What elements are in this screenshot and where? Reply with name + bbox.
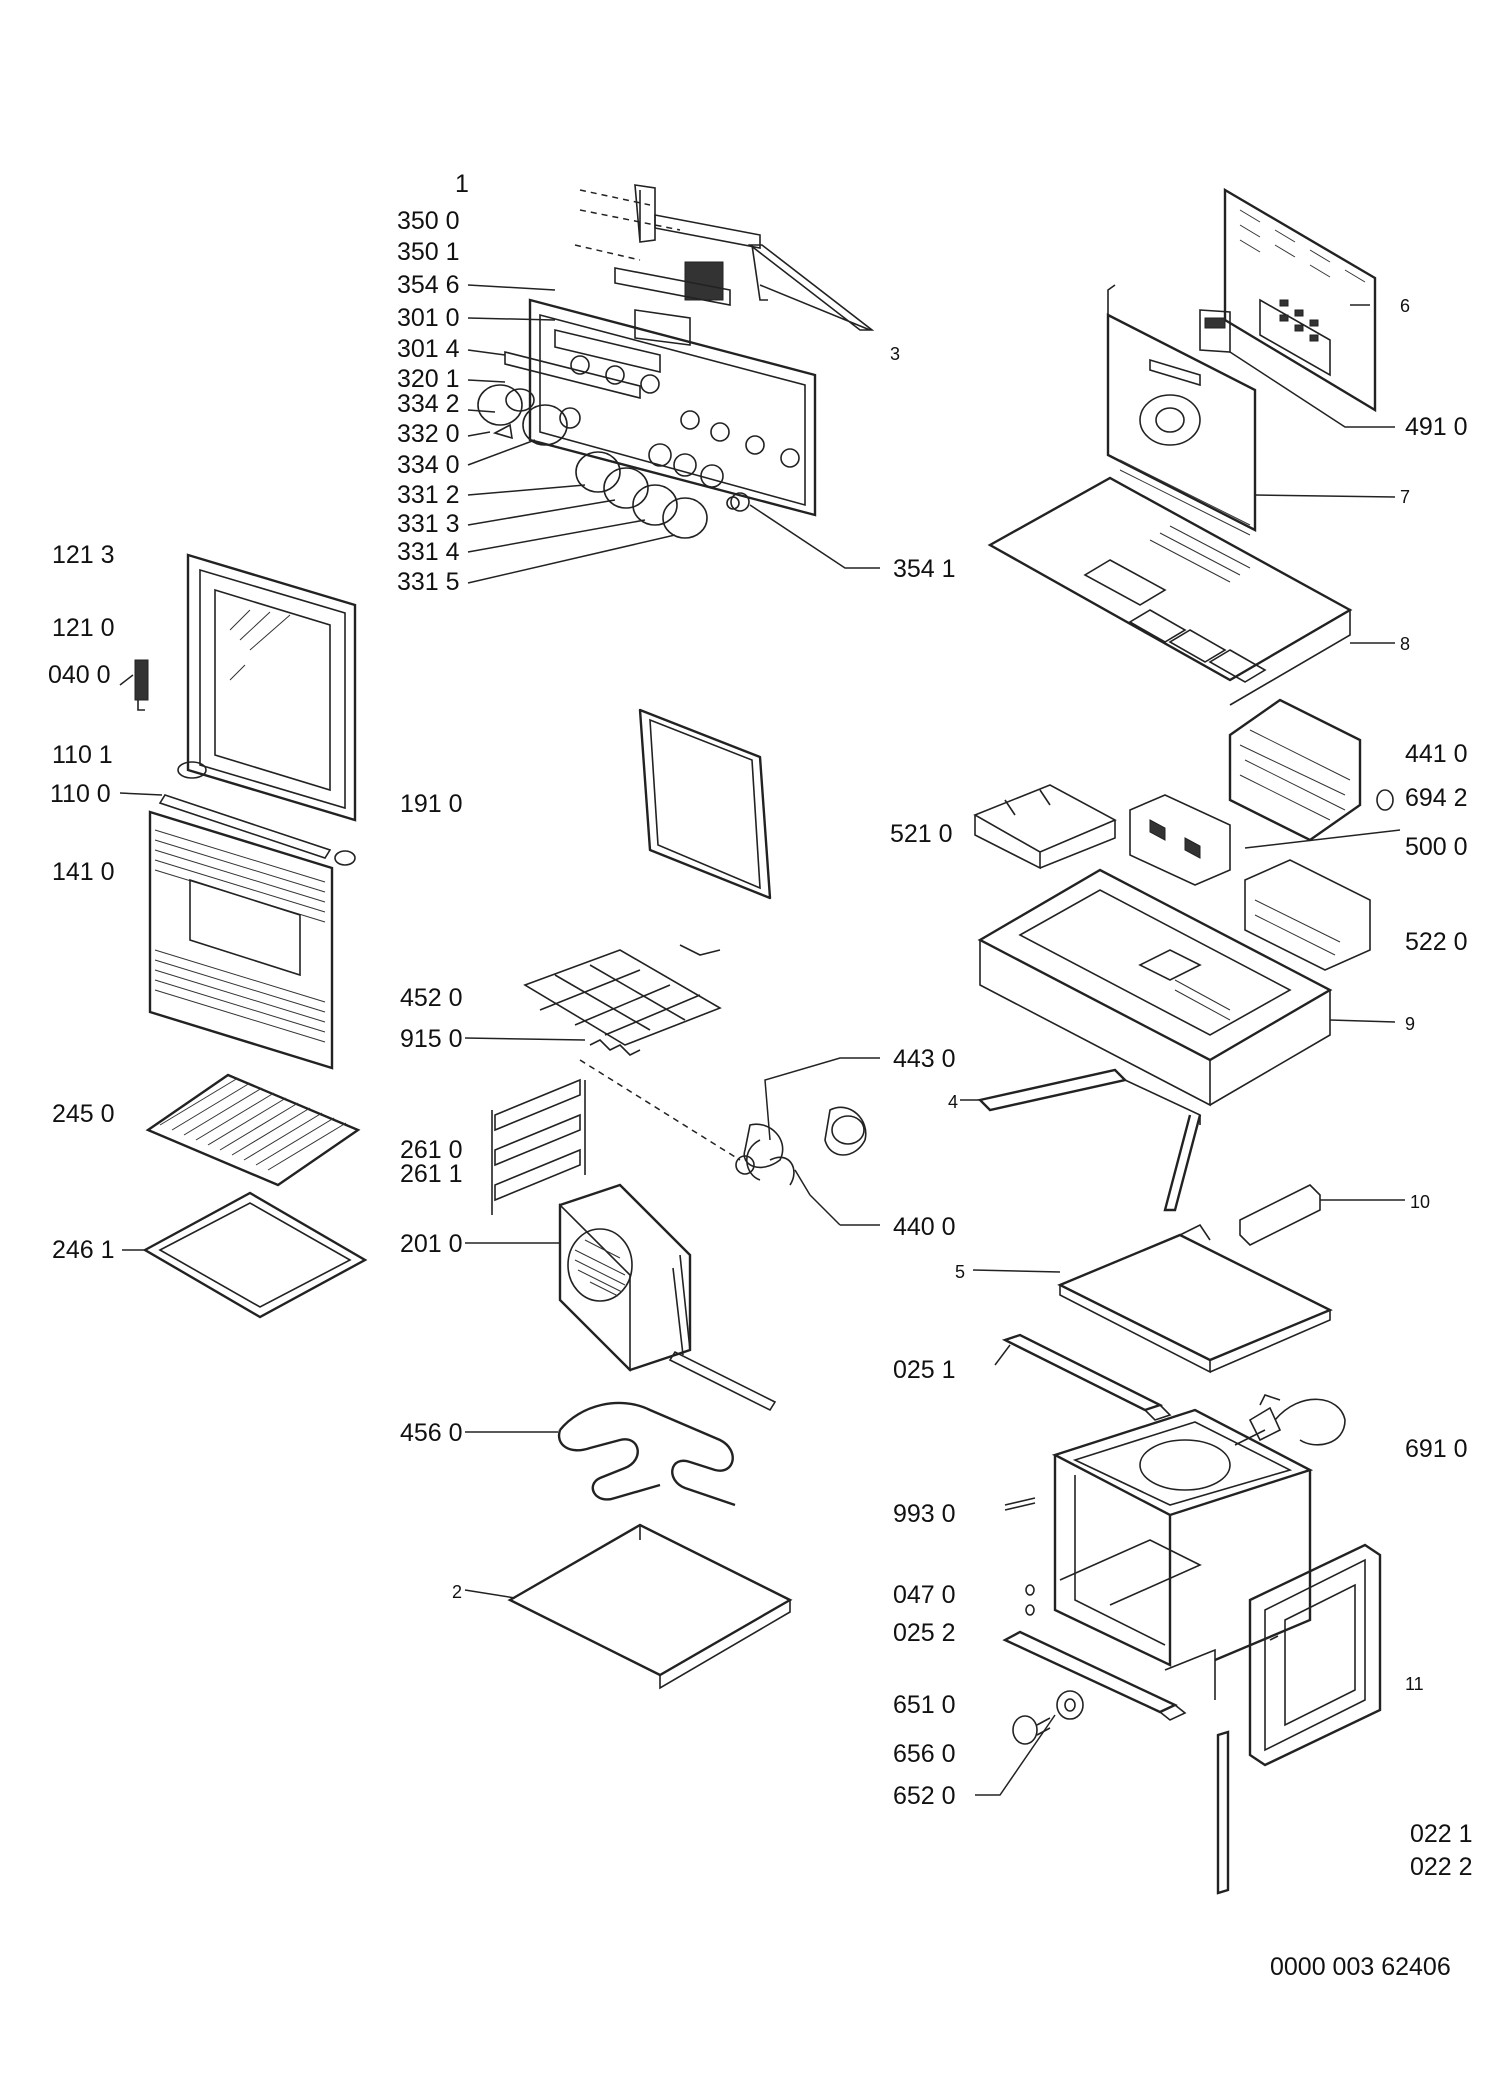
label-047-0: 047 0 [893, 1581, 956, 1609]
label-694-2: 694 2 [1405, 784, 1468, 812]
part-labels: 1 350 0 350 1 354 6 301 0 301 4 320 1 33… [48, 170, 1473, 1981]
label-440-0: 440 0 [893, 1213, 956, 1241]
label-301-4: 301 4 [397, 335, 460, 363]
label-11: 11 [1405, 1674, 1424, 1694]
label-993-0: 993 0 [893, 1500, 956, 1528]
label-201-0: 201 0 [400, 1230, 463, 1258]
rear-panel-group [987, 187, 1377, 706]
label-491-0: 491 0 [1405, 413, 1468, 441]
label-334-0: 334 0 [397, 451, 460, 479]
label-320-1: 320 1 [397, 365, 460, 393]
label-301-0: 301 0 [397, 304, 460, 332]
control-panel-group [477, 184, 875, 539]
label-332-0: 332 0 [397, 420, 460, 448]
label-022-1: 022 1 [1410, 1820, 1473, 1848]
label-1: 1 [455, 170, 469, 198]
label-652-0: 652 0 [893, 1782, 956, 1810]
label-6: 6 [1400, 296, 1410, 316]
label-651-0: 651 0 [893, 1691, 956, 1719]
label-331-5: 331 5 [397, 568, 460, 596]
center-parts-group [491, 708, 867, 1690]
label-8: 8 [1400, 634, 1410, 654]
label-331-3: 331 3 [397, 510, 460, 538]
label-521-0: 521 0 [890, 820, 953, 848]
reference-number: 0000 003 62406 [1270, 1953, 1451, 1981]
label-4: 4 [948, 1092, 958, 1112]
label-350-0: 350 0 [397, 207, 460, 235]
label-656-0: 656 0 [893, 1740, 956, 1768]
label-025-1: 025 1 [893, 1356, 956, 1384]
label-354-6: 354 6 [397, 271, 460, 299]
label-141-0: 141 0 [52, 858, 115, 886]
label-245-0: 245 0 [52, 1100, 115, 1128]
label-261-1: 261 1 [400, 1160, 463, 1188]
label-110-0: 110 0 [50, 780, 111, 808]
label-121-0: 121 0 [52, 614, 115, 642]
label-7: 7 [1400, 487, 1410, 507]
leader-lines [119, 284, 1405, 1796]
label-261-0: 261 0 [400, 1136, 463, 1164]
label-3: 3 [890, 344, 900, 364]
label-354-1: 354 1 [893, 555, 956, 583]
label-500-0: 500 0 [1405, 833, 1468, 861]
label-040-0: 040 0 [48, 661, 111, 689]
label-452-0: 452 0 [400, 984, 463, 1012]
label-522-0: 522 0 [1405, 928, 1468, 956]
label-5: 5 [955, 1262, 965, 1282]
label-691-0: 691 0 [1405, 1435, 1468, 1463]
label-110-1: 110 1 [52, 741, 113, 769]
label-331-4: 331 4 [397, 538, 460, 566]
label-915-0: 915 0 [400, 1025, 463, 1053]
label-441-0: 441 0 [1405, 740, 1468, 768]
chassis-group [973, 698, 1394, 1895]
label-121-3: 121 3 [52, 541, 115, 569]
label-456-0: 456 0 [400, 1419, 463, 1447]
label-334-2: 334 2 [397, 390, 460, 418]
label-025-2: 025 2 [893, 1619, 956, 1647]
label-191-0: 191 0 [400, 790, 463, 818]
label-331-2: 331 2 [397, 481, 460, 509]
label-443-0: 443 0 [893, 1045, 956, 1073]
label-350-1: 350 1 [397, 238, 460, 266]
label-2: 2 [452, 1582, 462, 1602]
label-022-2: 022 2 [1410, 1853, 1473, 1881]
label-9: 9 [1405, 1014, 1415, 1034]
label-246-1: 246 1 [52, 1236, 115, 1264]
door-group [134, 553, 368, 1319]
label-10: 10 [1410, 1192, 1430, 1212]
